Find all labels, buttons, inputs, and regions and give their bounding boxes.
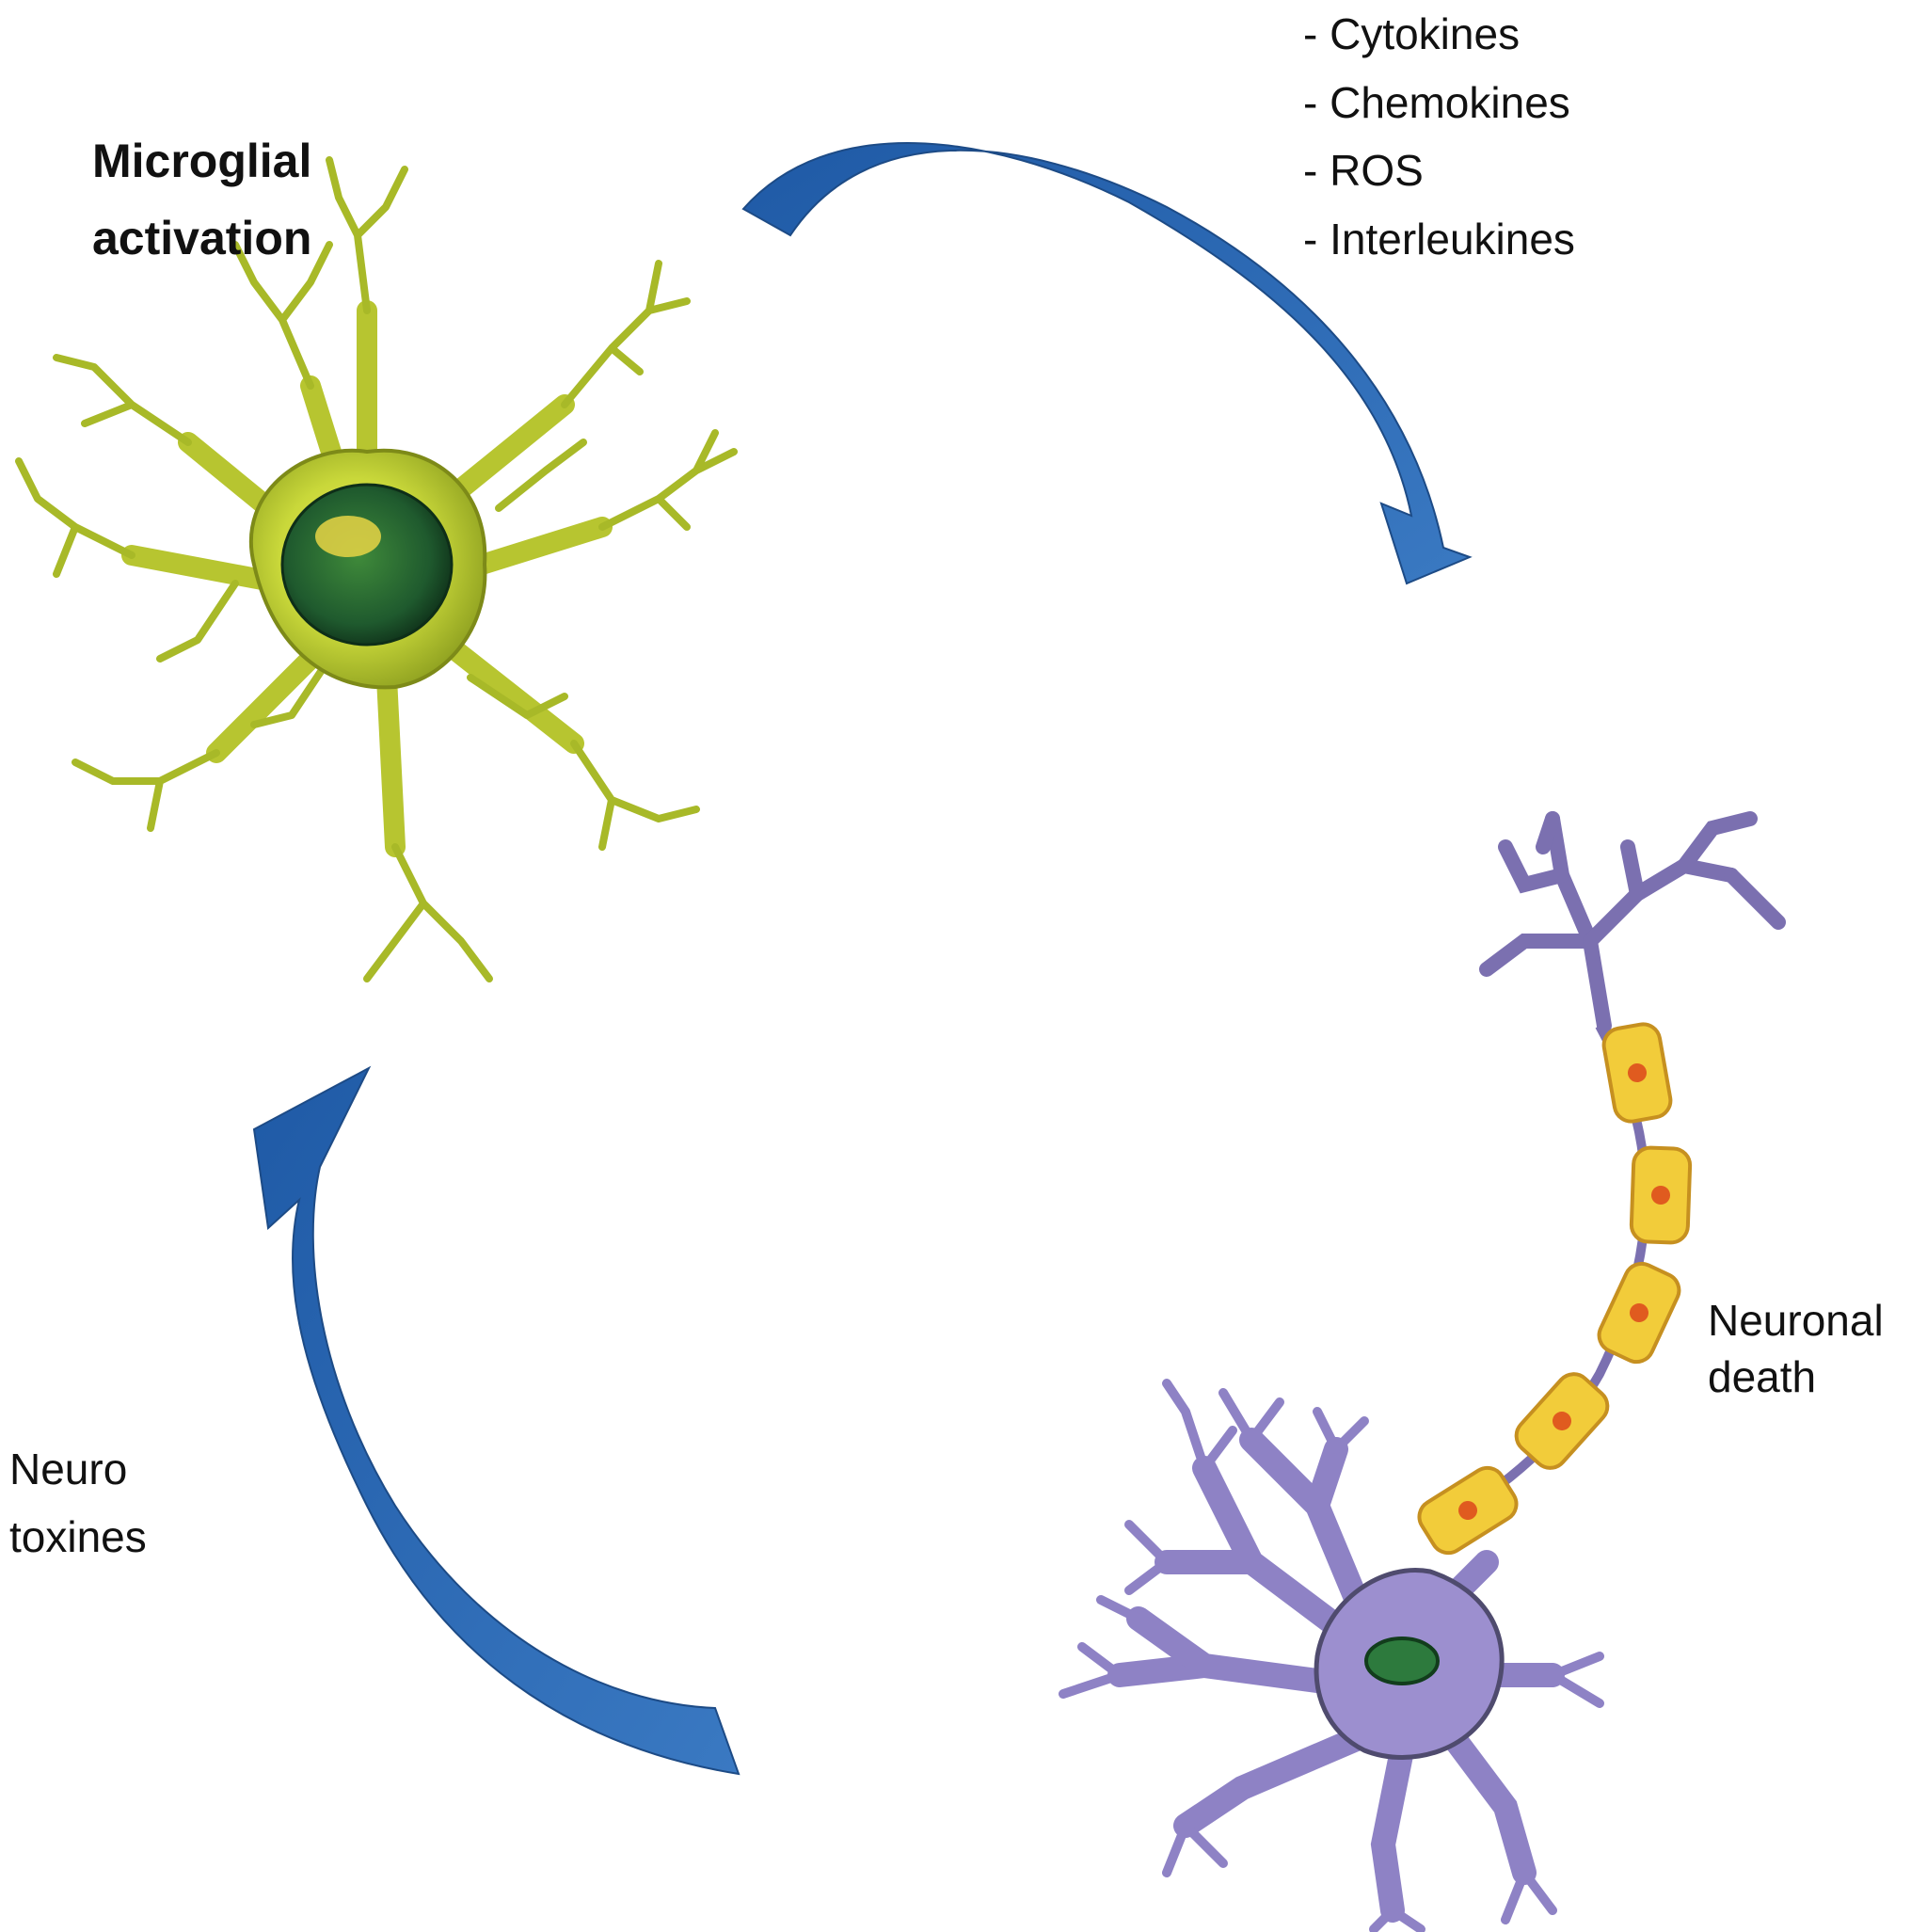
neurotoxines-line-2: toxines — [9, 1512, 147, 1561]
arrow-neuron-to-microglia — [252, 1065, 741, 1776]
microglia-nucleus — [280, 483, 454, 647]
microglia-cell-icon — [15, 156, 738, 982]
neuronal-death-line-1: Neuronal — [1708, 1296, 1884, 1345]
arrow-microglia-to-neuron — [741, 142, 1473, 585]
neuron-nucleus — [1364, 1637, 1440, 1685]
curved-arrow-icon — [741, 142, 1473, 585]
neuronal-death-label: Neuronal death — [1708, 1292, 1884, 1405]
neuronal-death-line-2: death — [1708, 1352, 1817, 1401]
microglial-activation-label: Microglial activation — [92, 122, 311, 277]
neurotoxines-label: Neuro toxines — [9, 1435, 147, 1571]
neuron-cell-icon — [1059, 811, 1786, 1932]
neurotoxines-line-1: Neuro — [9, 1445, 128, 1493]
microglial-activation-line-1: Microglial — [92, 135, 312, 187]
curved-arrow-icon — [252, 1065, 741, 1776]
mediators-list: - Cytokines - Chemokines - ROS - Interle… — [1303, 0, 1575, 273]
microglial-activation-line-2: activation — [92, 212, 312, 264]
mediator-item-cytokines: - Cytokines — [1303, 9, 1521, 58]
mediator-item-ros: - ROS — [1303, 146, 1424, 195]
myelin-sheath — [1417, 1022, 1693, 1556]
mediator-item-interleukines: - Interleukines — [1303, 214, 1575, 263]
mediator-item-chemokines: - Chemokines — [1303, 77, 1570, 127]
